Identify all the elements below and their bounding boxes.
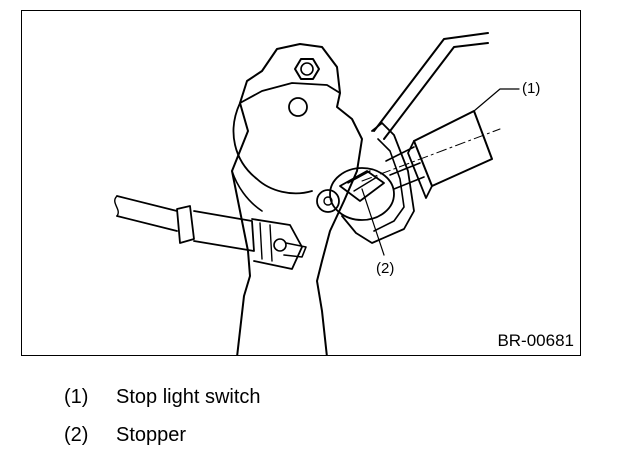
legend-label: Stop light switch bbox=[116, 386, 261, 408]
callout-2-label: (2) bbox=[376, 260, 395, 277]
bracket-curl bbox=[232, 102, 313, 195]
callout-1-label: (1) bbox=[522, 80, 541, 97]
switch-bracket bbox=[341, 122, 415, 244]
push-rod bbox=[373, 32, 489, 132]
legend-item-stopper: (2) Stopper bbox=[64, 425, 186, 445]
legend-number: (1) bbox=[64, 386, 89, 408]
switch-centerline bbox=[361, 128, 501, 182]
figure-code: BR-00681 bbox=[497, 331, 574, 350]
switch-body-face bbox=[407, 140, 433, 199]
hex-nut-outer bbox=[294, 58, 320, 80]
legend-number: (2) bbox=[64, 424, 89, 446]
bracket-inner-edge bbox=[239, 82, 341, 104]
clevis-body bbox=[193, 210, 255, 252]
stopper-pin-inner bbox=[323, 196, 333, 206]
switch-bracket-inner bbox=[373, 138, 405, 232]
rod-end-break bbox=[114, 195, 119, 217]
rod-nut bbox=[176, 205, 195, 244]
callout-2-leader bbox=[361, 188, 385, 256]
stopper-bar bbox=[339, 170, 385, 202]
hex-nut-inner bbox=[300, 62, 314, 76]
bracket-lower-edge bbox=[231, 170, 263, 212]
legend-label: Stopper bbox=[116, 424, 187, 446]
stopper-ring bbox=[329, 167, 395, 221]
clevis-clip bbox=[283, 242, 307, 258]
stopper-pin bbox=[316, 189, 340, 213]
pedal-bracket bbox=[231, 43, 363, 355]
push-rod-inner bbox=[383, 42, 489, 140]
switch-threaded-shaft bbox=[385, 146, 425, 190]
switch-body bbox=[413, 110, 493, 187]
legend-item-stop-light-switch: (1) Stop light switch bbox=[64, 387, 261, 407]
callout-1-leader bbox=[473, 88, 520, 112]
clevis-rod bbox=[116, 195, 178, 232]
stopper-bar-detail bbox=[347, 170, 378, 192]
brake-pedal-diagram bbox=[114, 32, 520, 355]
clevis-fork-detail bbox=[259, 222, 273, 262]
figure-frame: (1) (2) BR-00681 bbox=[21, 10, 581, 356]
clevis-pin bbox=[273, 238, 287, 252]
bracket-hole bbox=[288, 97, 308, 117]
